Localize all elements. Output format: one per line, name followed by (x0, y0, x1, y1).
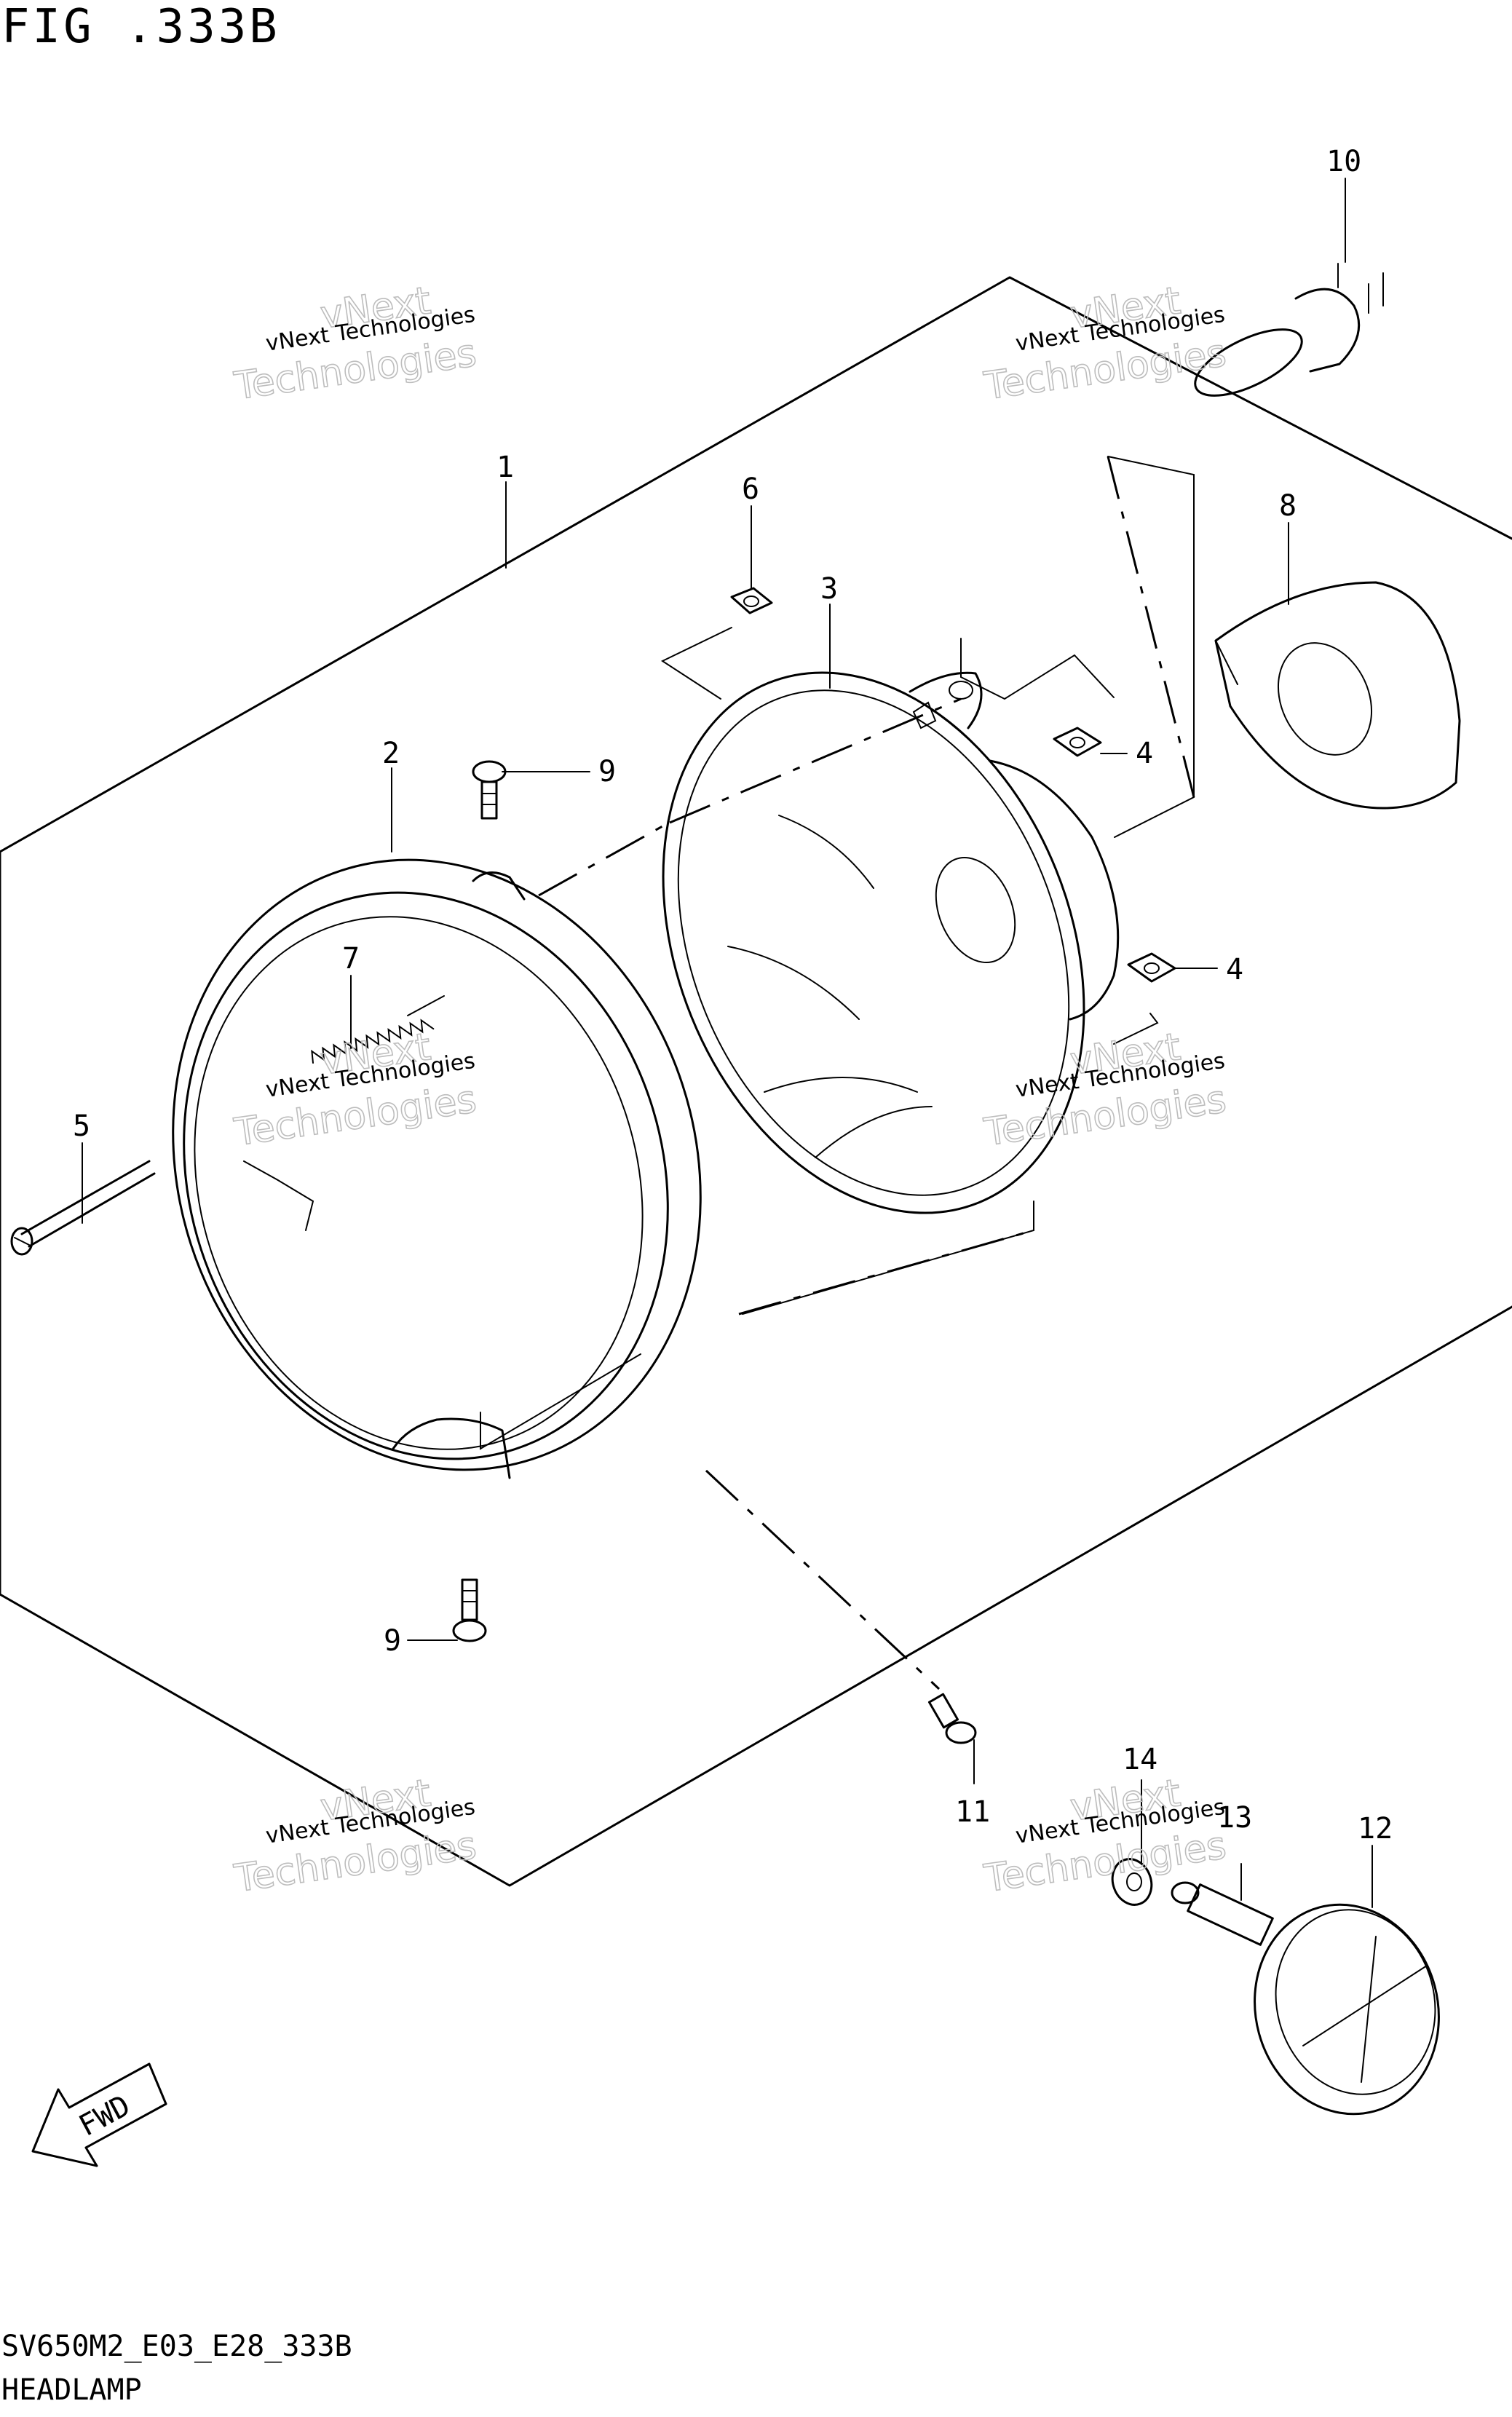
callout-label: 5 (73, 1109, 90, 1143)
spring-7 (311, 995, 445, 1064)
screw-9-upper (472, 760, 507, 820)
callout-label: 1 (496, 451, 514, 484)
callout-label: 2 (382, 737, 400, 770)
position-light-12 (1254, 1903, 1440, 2116)
figure-code: SV650M2_E03_E28_333B (1, 2330, 352, 2363)
fwd-label: FWD (74, 2089, 135, 2143)
figure-title: FIG .333B (1, 0, 280, 54)
leader-lines (480, 456, 1195, 1690)
callout-label: 4 (1226, 953, 1243, 986)
callout-label: 7 (342, 942, 360, 976)
callout-label: 3 (820, 572, 838, 606)
assembly-frame (0, 276, 1512, 1887)
callout-label: 8 (1279, 489, 1297, 523)
nut-4-upper (1053, 727, 1102, 757)
bulb-cover-8 (1214, 581, 1461, 810)
screw-5 (10, 1160, 156, 1256)
callout-label: 4 (1136, 737, 1153, 770)
callout-label: 9 (384, 1624, 401, 1658)
callout-numbers: 1 2 3 4 4 5 6 7 8 9 9 10 11 12 13 14 (73, 145, 1393, 1846)
section-name: HEADLAMP (1, 2373, 142, 2407)
callout-label: 14 (1123, 1743, 1157, 1776)
callout-label: 6 (742, 472, 759, 506)
bulb-10 (1194, 263, 1384, 397)
nut-6 (730, 587, 773, 614)
callout-label: 13 (1217, 1801, 1252, 1835)
callout-label: 11 (955, 1795, 990, 1829)
nut-4-lower (1127, 952, 1176, 983)
headlamp-unit (662, 671, 1120, 1214)
callout-label: 10 (1326, 145, 1361, 178)
washer-14 (1111, 1858, 1153, 1906)
socket-13 (1171, 1881, 1274, 1946)
screw-11 (927, 1693, 977, 1744)
callout-label: 12 (1358, 1812, 1393, 1846)
screw-9-lower (452, 1578, 487, 1642)
callout-leaders (82, 178, 1373, 1908)
headlamp-rim (172, 858, 702, 1479)
callout-label: 9 (598, 755, 616, 788)
fwd-arrow: FWD (31, 2062, 167, 2167)
